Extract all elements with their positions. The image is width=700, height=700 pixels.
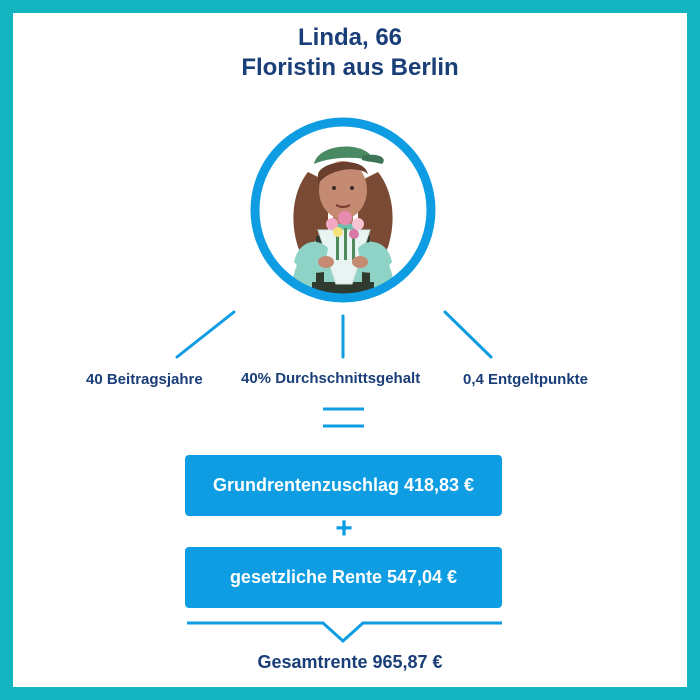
box-statutory-pension-label: gesetzliche Rente 547,04 € <box>229 567 458 587</box>
connector-right <box>443 310 493 359</box>
box-statutory-pension: gesetzliche Rente 547,04 € <box>185 547 502 608</box>
person-name-age: Linda, 66 <box>297 24 403 51</box>
connector-lines <box>175 310 493 428</box>
connector-left <box>175 310 236 359</box>
total-pension: Gesamtrente 965,87 € <box>257 652 443 672</box>
factor-contribution-years: 40 Beitragsjahre <box>86 371 203 388</box>
factor-average-salary: 40% Durchschnittsgehalt <box>241 370 421 387</box>
florist-portrait <box>250 117 436 303</box>
equals-sign-icon <box>323 407 364 428</box>
box-basic-pension-supplement: Grundrentenzuschlag 418,83 € <box>185 455 502 516</box>
florist-woman-illustration <box>290 146 396 298</box>
box-basic-pension-supplement-label: Grundrentenzuschlag 418,83 € <box>212 475 475 495</box>
plus-icon: + <box>335 512 353 545</box>
person-profession: Floristin aus Berlin <box>241 54 459 81</box>
brace-down-icon <box>187 621 502 644</box>
factor-earning-points: 0,4 Entgeltpunkte <box>463 371 589 388</box>
